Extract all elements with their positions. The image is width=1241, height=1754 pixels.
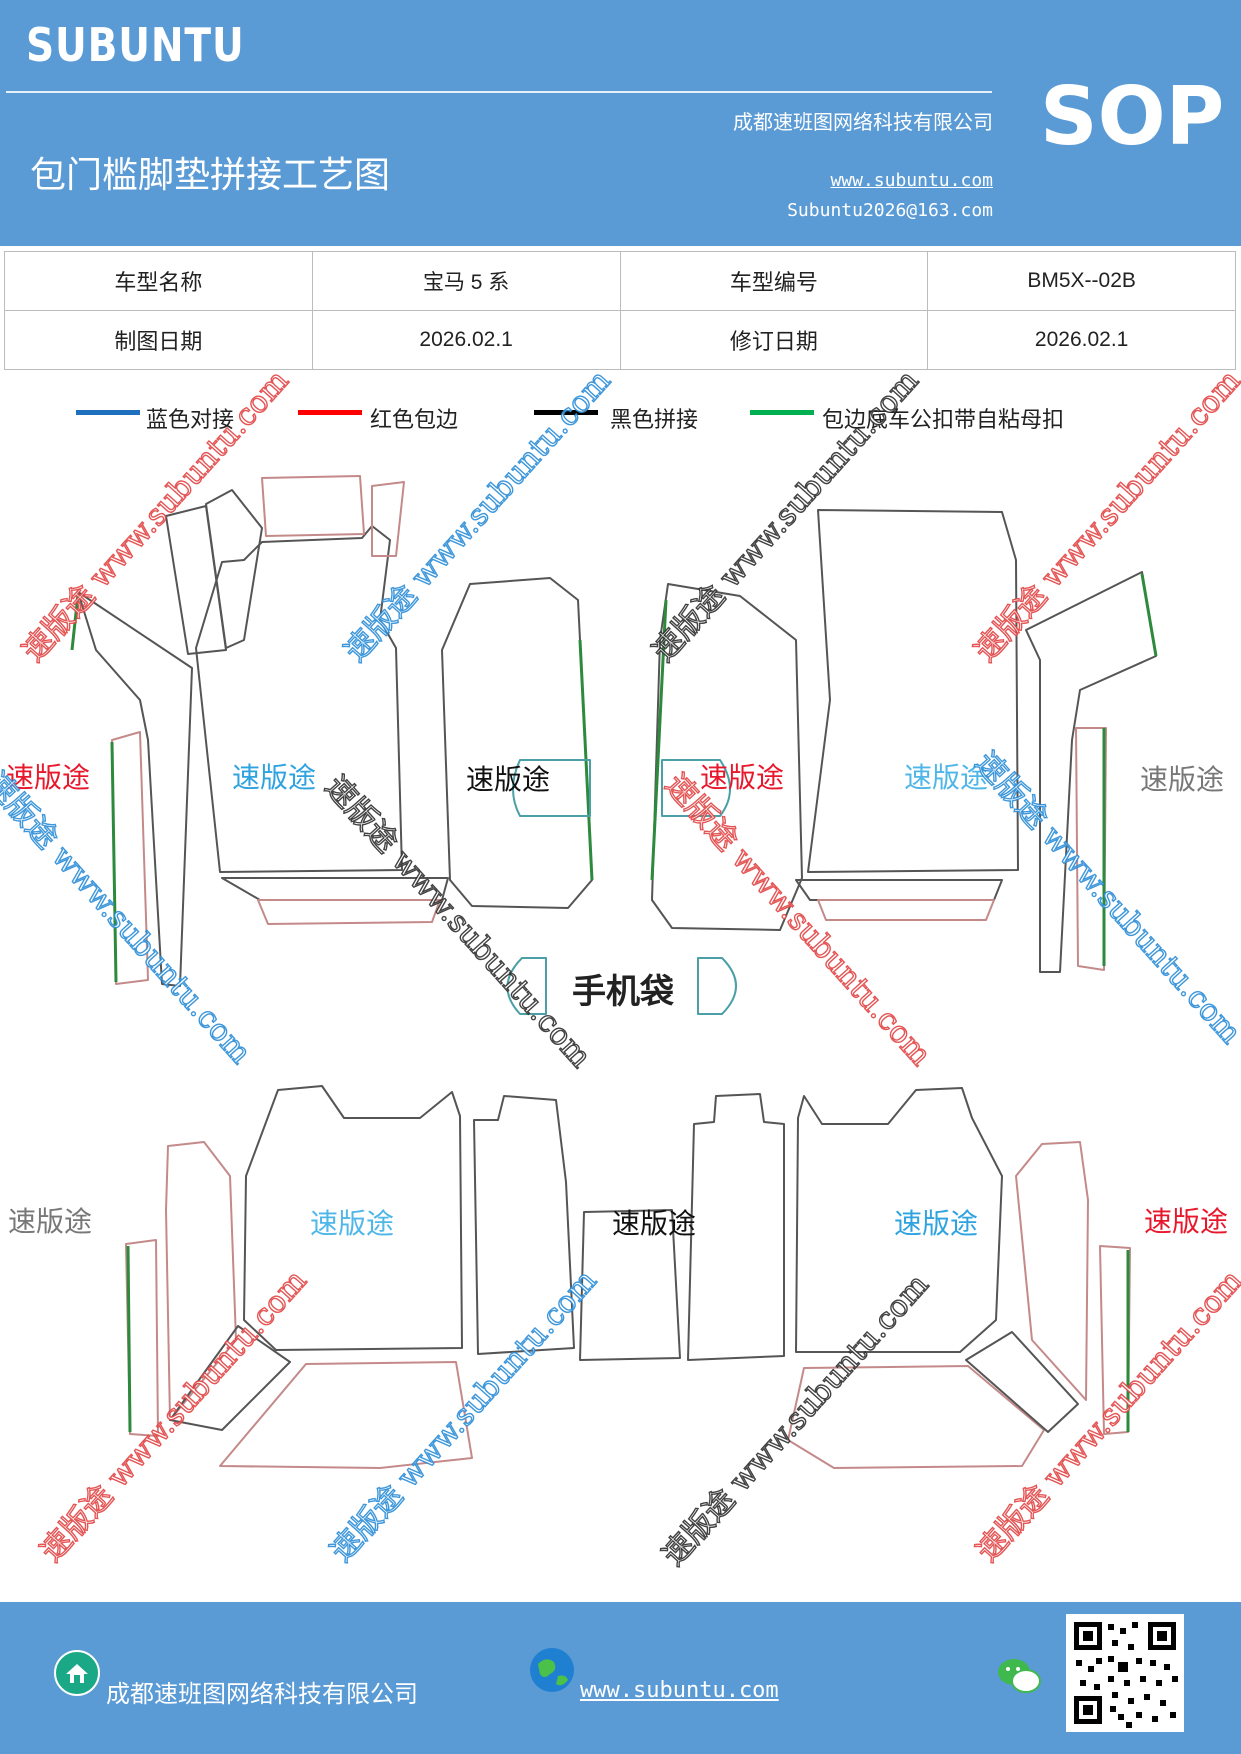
vehicle-info-table: 车型名称 宝马 5 系 车型编号 BM5X--02B 制图日期 2026.02.…	[4, 251, 1236, 370]
draw-date-label: 制图日期	[4, 310, 313, 370]
rear-left-side-panel	[165, 1141, 237, 1421]
piece-label: 速版途	[466, 763, 551, 796]
front-right-sill-strip	[1075, 727, 1107, 971]
page-title: 包门槛脚垫拼接工艺图	[30, 155, 391, 196]
piece-label: 速版途	[700, 761, 785, 794]
piece-label: 速版途	[894, 1207, 979, 1240]
table-row: 制图日期 2026.02.1 修订日期 2026.02.1	[4, 310, 1236, 370]
house-icon	[54, 1650, 100, 1696]
footer-company: 成都速班图网络科技有限公司	[106, 1680, 418, 1708]
table-row: 车型名称 宝马 5 系 车型编号 BM5X--02B	[4, 251, 1236, 311]
legend-label-blue: 蓝色对接	[146, 408, 235, 433]
front-left-pedal-piece-1	[165, 505, 227, 655]
email-address: Subuntu2026@163.com	[787, 200, 993, 221]
front-left-top-small	[371, 481, 405, 557]
phone-pocket-right	[697, 957, 737, 1015]
brand-logo: SUBUNTU	[26, 18, 245, 72]
revise-date-value: 2026.02.1	[927, 310, 1236, 370]
pattern-outlines	[70, 475, 1158, 1469]
model-name-label: 车型名称	[4, 251, 313, 311]
wechat-icon[interactable]	[996, 1656, 1042, 1696]
company-name: 成都速班图网络科技有限公司	[733, 110, 993, 134]
legend-swatch-green	[750, 410, 814, 415]
phone-bag-label: 手机袋	[572, 972, 674, 1012]
model-name-value: 宝马 5 系	[311, 251, 621, 311]
website-link[interactable]: www.subuntu.com	[830, 170, 993, 191]
front-right-main-mat	[807, 509, 1019, 873]
legend-label-black: 黑色拼接	[610, 408, 699, 433]
piece-label: 速版途	[904, 761, 989, 794]
front-left-rear-strip	[221, 877, 449, 901]
rear-left-main-mat	[243, 1085, 463, 1351]
footer-website-link[interactable]: www.subuntu.com	[580, 1678, 779, 1703]
sop-badge: SOP	[1040, 70, 1225, 163]
piece-label: 速版途	[612, 1207, 697, 1240]
rear-center-right	[687, 1093, 785, 1361]
piece-label: 速版途	[232, 761, 317, 794]
rear-right-side-panel	[1015, 1141, 1089, 1401]
header-divider	[6, 91, 992, 93]
legend-swatch-black	[534, 410, 598, 415]
revise-date-label: 修订日期	[619, 310, 929, 370]
footer-banner: 成都速班图网络科技有限公司 www.subuntu.com	[0, 1602, 1241, 1754]
globe-icon	[530, 1648, 574, 1692]
rear-right-front-strip	[787, 1365, 1045, 1469]
phone-pocket-left	[506, 957, 547, 1015]
front-left-main-mat	[195, 525, 403, 873]
legend-swatch-blue	[76, 410, 140, 415]
piece-label: 速版途	[8, 1205, 93, 1238]
rear-right-corner	[965, 1331, 1079, 1433]
front-center-tunnel-right	[651, 583, 803, 931]
rear-left-inner-panel	[473, 1095, 575, 1355]
piece-label: 速版途	[6, 761, 91, 794]
legend-label-green: 包边底车公扣带自粘母扣	[822, 408, 1065, 433]
mat-pattern-drawing: 速版途 速版途 速版途 速版途 速版途 速版途 速版途 速版途 速版途 速版途 …	[0, 363, 1241, 1600]
model-code-value: BM5X--02B	[927, 251, 1236, 311]
qr-code[interactable]	[1066, 1614, 1184, 1732]
legend-swatch-red	[298, 410, 362, 415]
front-right-rear-strip	[795, 879, 1003, 901]
piece-label: 速版途	[1144, 1205, 1229, 1238]
front-center-tunnel-left	[441, 577, 593, 909]
front-left-top-piece	[261, 475, 365, 537]
piece-label: 速版途	[1140, 763, 1225, 796]
rear-left-front-strip	[219, 1361, 473, 1469]
rear-center-left	[579, 1209, 681, 1361]
rear-left-corner	[169, 1325, 291, 1431]
model-code-label: 车型编号	[619, 251, 929, 311]
draw-date-value: 2026.02.1	[311, 310, 621, 370]
front-left-pedal-piece-2	[205, 489, 263, 649]
header-banner: SUBUNTU 成都速班图网络科技有限公司 包门槛脚垫拼接工艺图 www.sub…	[0, 0, 1241, 246]
color-legend: 蓝色对接 红色包边 黑色拼接 包边底车公扣带自粘母扣	[0, 402, 1241, 442]
rear-right-main-mat	[795, 1087, 1003, 1353]
front-left-side-panel	[77, 591, 193, 987]
piece-label: 速版途	[310, 1207, 395, 1240]
legend-label-red: 红色包边	[370, 408, 459, 433]
